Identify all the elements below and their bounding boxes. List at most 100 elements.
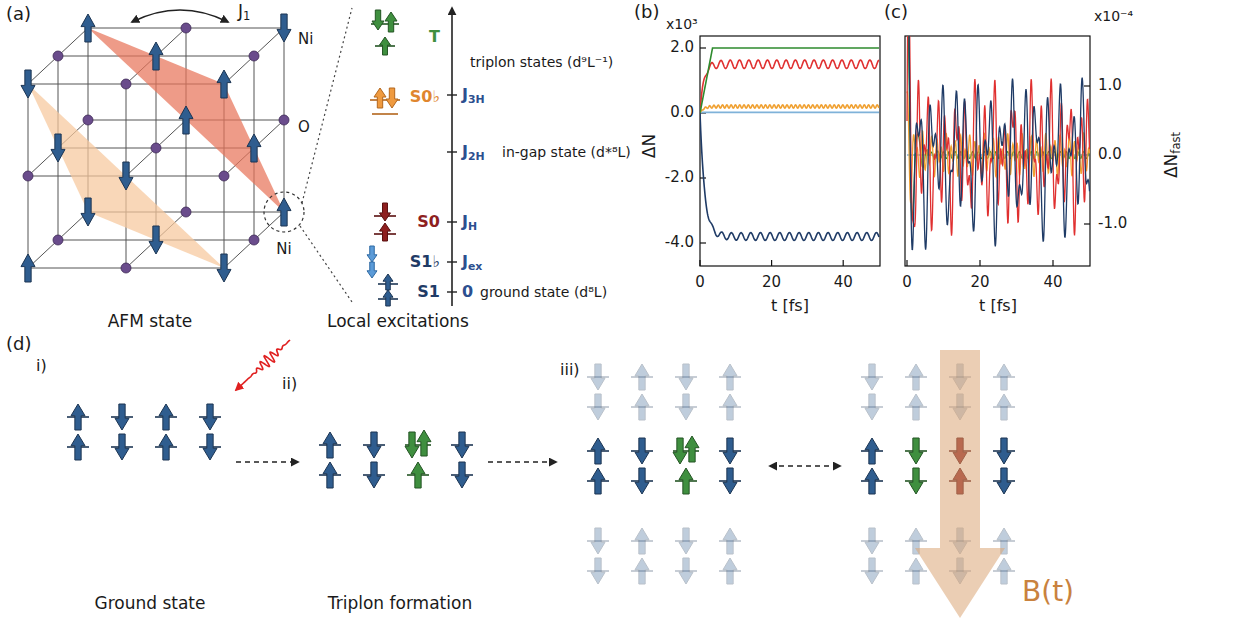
tick-label: -4.0 <box>665 234 694 251</box>
spin-arrow <box>247 134 261 162</box>
subscript-part: 2H <box>468 150 485 163</box>
spin-arrow <box>635 438 649 464</box>
panel-label: (c) <box>884 2 908 23</box>
axis-tick <box>906 260 907 266</box>
lattice-line <box>224 28 284 84</box>
spin-arrow <box>411 462 425 488</box>
text-part: J <box>462 212 468 231</box>
axis-tick <box>771 260 772 266</box>
axis-title: t [fs] <box>979 297 1017 315</box>
atom-label: O <box>298 119 310 136</box>
spin-arrow <box>179 106 193 134</box>
oxygen-atom <box>83 115 93 125</box>
panel-label: (d) <box>6 334 31 355</box>
spin-arrow <box>723 528 737 554</box>
spin-arrow <box>81 14 95 42</box>
spin-arrow <box>909 394 923 420</box>
oxygen-atom <box>181 207 191 217</box>
field-label: B(t) <box>1022 576 1074 608</box>
orbital-level <box>372 113 398 115</box>
oxygen-atom <box>219 171 229 181</box>
spin-arrow <box>383 274 393 290</box>
tick-label: 0.0 <box>1098 146 1122 163</box>
spin-arrow <box>865 364 879 390</box>
energy-label: J3H <box>462 86 485 104</box>
spin-arrow <box>81 198 95 226</box>
level-diagram <box>367 8 457 306</box>
atom-label: Ni <box>276 241 291 258</box>
axis-tick <box>1084 85 1090 86</box>
spin-arrow <box>455 462 469 488</box>
spin-arrow <box>591 558 605 584</box>
spin-arrow <box>723 468 737 494</box>
spin-arrow <box>71 434 85 460</box>
oxygen-atom <box>53 51 63 61</box>
tick-label: -2.0 <box>665 169 694 186</box>
tick-label: 0 <box>695 274 705 291</box>
spin-arrow <box>159 434 173 460</box>
text-part: J <box>462 252 468 271</box>
spin-arrow <box>417 430 431 456</box>
panel-label: (a) <box>6 4 31 25</box>
spin-arrow <box>380 37 391 55</box>
state-label: T <box>429 28 440 46</box>
spin-arrow <box>997 438 1011 464</box>
spin-arrow <box>723 394 737 420</box>
state-label: S0 <box>417 213 440 231</box>
subscript-part: 1 <box>243 10 250 24</box>
energy-label: Jex <box>462 253 482 271</box>
zoom-line <box>300 226 352 302</box>
spin-arrow <box>635 468 649 494</box>
spin-arrow <box>635 528 649 554</box>
state-label: S1 <box>417 283 440 301</box>
selected-site-circle <box>264 192 304 232</box>
oxygen-atom <box>279 115 289 125</box>
spin-arrow <box>865 394 879 420</box>
data-curve <box>700 112 879 114</box>
spin-arrow <box>367 432 381 458</box>
spin-arrow <box>635 394 649 420</box>
spin-arrow <box>203 404 217 430</box>
oxygen-atom <box>181 23 191 33</box>
spin-arrow <box>865 468 879 494</box>
spin-arrow <box>865 528 879 554</box>
spin-arrow <box>865 558 879 584</box>
spin-arrow <box>277 198 291 226</box>
laser-pulse <box>236 340 290 390</box>
axis-multiplier: x10³ <box>666 16 698 32</box>
spin-arrow <box>386 88 398 108</box>
text-part: ΔN <box>1161 154 1181 178</box>
spin-arrow <box>159 404 173 430</box>
panel-label: (b) <box>634 2 659 23</box>
spin-arrow <box>997 394 1011 420</box>
spin-arrow <box>217 254 231 282</box>
oxygen-atom <box>121 263 131 273</box>
lattice-line <box>126 120 186 176</box>
tick-label: 40 <box>1043 274 1062 291</box>
energy-tick <box>447 151 457 152</box>
data-curve <box>700 48 879 113</box>
step-caption: Ground state <box>95 594 206 614</box>
oxygen-atom <box>151 143 161 153</box>
nio-lattice <box>21 8 352 302</box>
axis-tick <box>843 260 844 266</box>
energy-tick <box>447 221 457 222</box>
spin-arrow <box>405 432 419 458</box>
oxygen-atom <box>249 51 259 61</box>
spin-arrow <box>277 14 291 42</box>
spin-arrow <box>51 134 65 162</box>
tick-label: 2.0 <box>670 39 694 56</box>
axis-multiplier: x10⁻⁴ <box>1094 8 1133 24</box>
spin-arrow <box>367 246 377 262</box>
level-description: triplon states (d⁹L⁻¹) <box>470 54 613 70</box>
panel-caption: Local excitations <box>327 312 469 332</box>
exchange-arrow <box>132 10 228 22</box>
axis-tick <box>699 260 700 266</box>
magnetic-field-arrow <box>915 350 1005 618</box>
spin-arrow <box>679 468 693 494</box>
oxygen-atom <box>53 235 63 245</box>
coupling-label: J1 <box>238 2 250 22</box>
spin-arrow <box>909 364 923 390</box>
